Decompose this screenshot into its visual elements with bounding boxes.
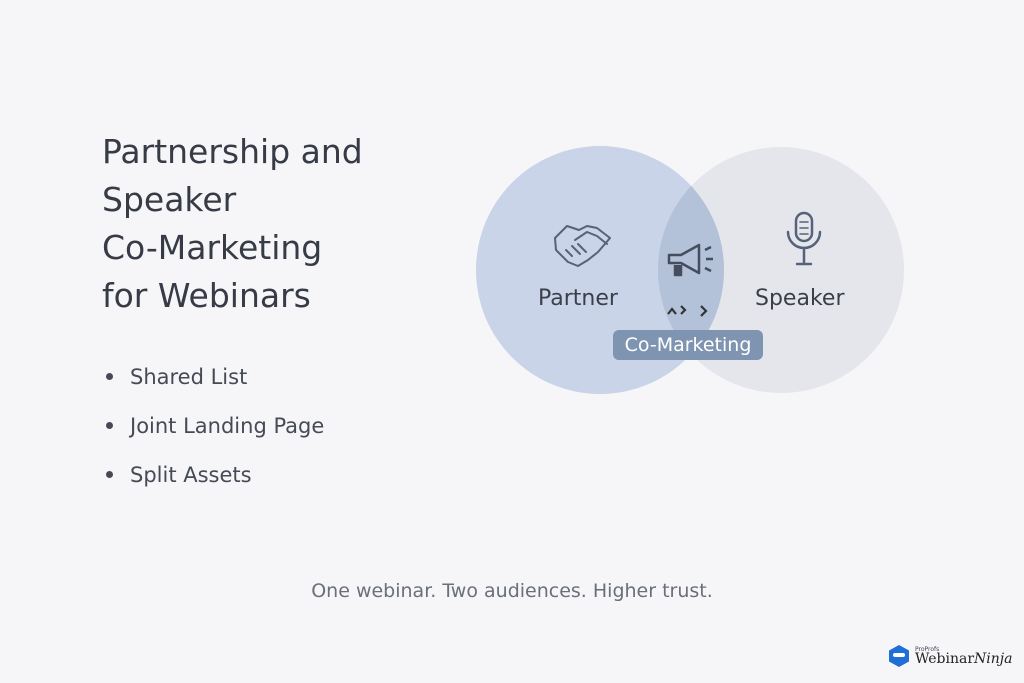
title-line: for Webinars [102,276,311,315]
partner-label: Partner [538,286,618,311]
bullet-text: Split Assets [130,462,252,487]
logo-brand-text: Webinar [915,651,975,667]
microphone-icon [786,211,822,266]
handshake-icon [554,225,611,267]
bullet-dot [106,373,113,380]
bullet-item: Split Assets [106,450,324,499]
megaphone-icon [667,243,713,277]
ninja-logo-icon [889,645,909,667]
speaker-label: Speaker [755,286,845,311]
bullet-dot [106,422,113,429]
bullet-item: Shared List [106,352,324,401]
title-line: Partnership and [102,132,363,171]
bullet-text: Joint Landing Page [130,413,325,438]
logo-small-text: ProProfs [915,646,940,653]
bullet-dot [106,471,113,478]
title-line: Co-Marketing [102,228,323,267]
bullet-item: Joint Landing Page [106,401,324,450]
arrows-icon [667,305,708,317]
bullet-text: Shared List [130,364,248,389]
bullet-list: Shared List Joint Landing Page Split Ass… [106,352,324,499]
logo-brand-italic: Ninja [974,651,1013,667]
co-marketing-badge: Co-Marketing [613,330,763,360]
title-line: Speaker [102,180,237,219]
tagline: One webinar. Two audiences. Higher trust… [311,580,713,602]
webinarninja-logo: ProProfs WebinarNinja [888,645,1012,667]
page-title: Partnership and Speaker Co-Marketing for… [102,128,363,320]
logo-brand: WebinarNinja [915,651,1012,667]
